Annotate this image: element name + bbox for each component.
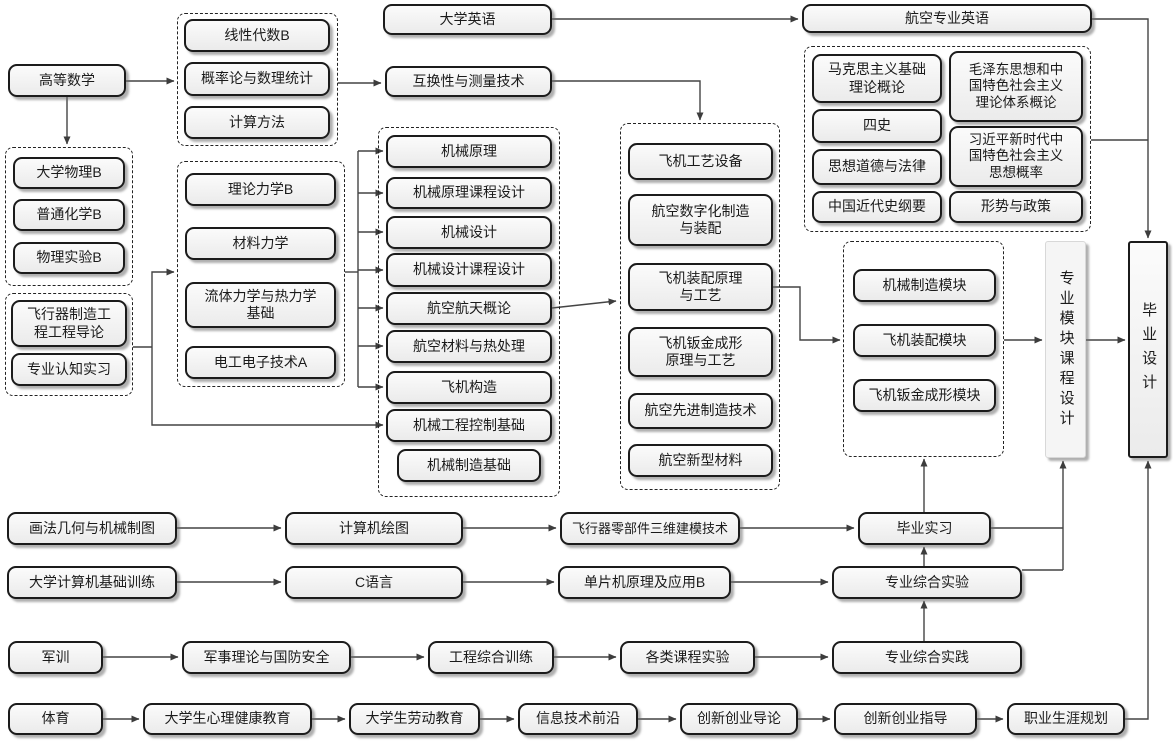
node-probability-statistics: 概率论与数理统计 [184, 62, 330, 96]
node-aircraft-structure: 飞机构造 [386, 371, 552, 404]
node-innovation-entrepreneurship-guidance: 创新创业指导 [834, 703, 977, 735]
node-sheet-metal-forming-module: 飞机钣金成形模块 [853, 379, 996, 412]
node-physical-education: 体育 [8, 703, 103, 735]
node-aviation-english: 航空专业英语 [802, 4, 1092, 33]
node-aircraft-3d-modeling-tech: 飞行器零部件三维建模技术 [560, 512, 740, 545]
group-politics-courses [804, 46, 1091, 232]
node-comprehensive-practice: 专业综合实践 [832, 641, 1022, 674]
group-professional-modules [843, 241, 1004, 457]
node-aircraft-assembly-module: 飞机装配模块 [853, 324, 996, 357]
node-computer-basics-training: 大学计算机基础训练 [7, 566, 177, 599]
node-mechanism-theory: 机械原理 [386, 135, 552, 168]
node-mental-health-education: 大学生心理健康教育 [143, 703, 312, 735]
node-mao-thought: 毛泽东思想和中国特色社会主义理论体系概论 [949, 51, 1083, 122]
node-four-histories: 四史 [812, 109, 942, 143]
connector-joins [133, 139, 1148, 571]
node-college-english: 大学英语 [383, 4, 552, 35]
node-general-chemistry-b: 普通化学B [13, 199, 125, 231]
node-aircraft-mfg-intro: 飞行器制造工程工程导论 [11, 300, 127, 347]
node-interchangeability-measurement: 互换性与测量技术 [385, 66, 552, 97]
connector-arrows [63, 15, 1152, 723]
node-modern-chinese-history: 中国近代史纲要 [812, 191, 942, 223]
node-mechanical-mfg-module: 机械制造模块 [853, 269, 996, 302]
node-mechanical-mfg-basics: 机械制造基础 [397, 449, 541, 482]
group-math-courses [177, 13, 338, 146]
node-fluid-thermodynamics-basics: 流体力学与热力学基础 [185, 282, 336, 328]
node-aircraft-process-equipment: 飞机工艺设备 [628, 143, 773, 180]
node-comprehensive-experiment: 专业综合实验 [832, 566, 1022, 599]
node-course-experiments: 各类课程实验 [620, 641, 755, 674]
node-computer-graphics: 计算机绘图 [285, 512, 463, 545]
node-marxism-theory: 马克思主义基础理论概论 [812, 54, 942, 103]
node-digital-mfg-assembly: 航空数字化制造与装配 [628, 194, 773, 246]
node-professional-cognition-practice: 专业认知实习 [11, 353, 127, 386]
node-advanced-aviation-mfg-tech: 航空先进制造技术 [628, 393, 773, 429]
node-college-physics-b: 大学物理B [13, 157, 125, 189]
node-labor-education: 大学生劳动教育 [349, 703, 480, 735]
node-machine-design-course-design: 机械设计课程设计 [386, 253, 552, 287]
node-c-language: C语言 [285, 566, 463, 599]
node-theoretical-mechanics-b: 理论力学B [185, 173, 336, 206]
node-material-mechanics: 材料力学 [185, 227, 336, 260]
group-aircraft-tech-courses [620, 123, 780, 490]
node-mechanism-course-design: 机械原理课程设计 [386, 177, 552, 209]
node-aviation-materials-heat-treatment: 航空材料与热处理 [386, 330, 552, 363]
node-ideology-morality-law: 思想道德与法律 [812, 149, 942, 185]
node-physics-experiment-b: 物理实验B [13, 242, 125, 274]
node-sheet-metal-forming-principle: 飞机钣金成形原理与工艺 [628, 327, 773, 377]
node-xi-thought: 习近平新时代中国特色社会主义思想概率 [949, 126, 1083, 187]
node-graduation-internship: 毕业实习 [858, 512, 991, 545]
node-it-frontiers: 信息技术前沿 [518, 703, 638, 735]
node-descriptive-geometry-drafting: 画法几何与机械制图 [7, 512, 177, 545]
node-mechanical-control-basics: 机械工程控制基础 [386, 409, 552, 442]
node-new-aviation-materials: 航空新型材料 [628, 444, 773, 477]
node-module-course-design: 专业模块课程设计 [1045, 241, 1086, 458]
node-graduation-design: 毕业设计 [1128, 241, 1168, 458]
group-machinery-courses [378, 127, 560, 497]
group-intro-courses [5, 293, 133, 396]
node-aircraft-assembly-principle: 飞机装配原理与工艺 [628, 263, 773, 311]
group-science-courses [5, 147, 133, 286]
node-military-training: 军训 [8, 641, 103, 674]
node-electrical-electronics-a: 电工电子技术A [185, 346, 336, 379]
node-machine-design: 机械设计 [386, 216, 552, 249]
node-career-planning: 职业生涯规划 [1007, 703, 1125, 735]
node-aerospace-introduction: 航空航天概论 [386, 292, 552, 325]
node-mcu-principles-b: 单片机原理及应用B [558, 566, 731, 599]
node-advanced-math: 高等数学 [8, 64, 126, 97]
group-mechanics-courses [177, 161, 345, 387]
node-linear-algebra-b: 线性代数B [184, 19, 330, 52]
node-situation-policy: 形势与政策 [949, 191, 1083, 223]
node-military-theory-defense: 军事理论与国防安全 [182, 641, 351, 674]
node-engineering-comprehensive-training: 工程综合训练 [428, 641, 554, 674]
node-innovation-entrepreneurship-intro: 创新创业导论 [680, 703, 798, 735]
node-computational-methods: 计算方法 [184, 106, 330, 139]
